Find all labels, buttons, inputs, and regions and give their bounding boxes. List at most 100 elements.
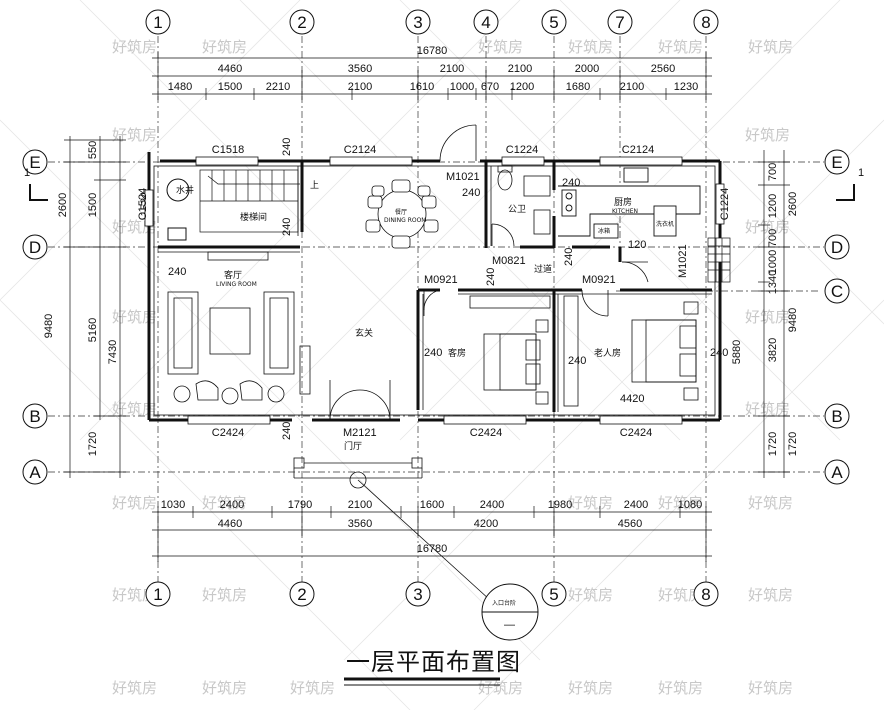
svg-text:好筑房: 好筑房 — [748, 494, 793, 512]
page-title: 一层平面布置图 — [346, 648, 521, 676]
svg-text:好筑房: 好筑房 — [112, 679, 157, 697]
svg-text:240: 240 — [462, 187, 480, 199]
svg-text:700: 700 — [767, 229, 779, 247]
svg-text:5: 5 — [549, 13, 558, 32]
svg-text:M0921: M0921 — [582, 274, 616, 286]
svg-text:550: 550 — [87, 141, 99, 159]
svg-text:2560: 2560 — [651, 63, 675, 75]
svg-text:好筑房: 好筑房 — [745, 308, 790, 326]
svg-text:3560: 3560 — [348, 518, 372, 530]
svg-text:C2124: C2124 — [622, 144, 654, 156]
svg-text:C1524: C1524 — [137, 188, 149, 220]
doors — [329, 124, 649, 421]
svg-text:2400: 2400 — [220, 499, 244, 511]
svg-text:2100: 2100 — [620, 81, 644, 93]
svg-text:好筑房: 好筑房 — [658, 586, 703, 604]
svg-text:好筑房: 好筑房 — [748, 38, 793, 56]
svg-text:E: E — [831, 153, 842, 172]
living-room-furniture — [167, 251, 311, 405]
svg-text:好筑房: 好筑房 — [745, 218, 790, 236]
svg-text:M0921: M0921 — [424, 274, 458, 286]
svg-text:670: 670 — [481, 81, 499, 93]
svg-text:3560: 3560 — [348, 63, 372, 75]
svg-text:1230: 1230 — [674, 81, 698, 93]
svg-text:A: A — [29, 463, 41, 482]
svg-text:B: B — [831, 407, 842, 426]
elder-room-furniture — [563, 295, 699, 407]
svg-text:1: 1 — [153, 585, 162, 604]
section-marks — [29, 184, 855, 201]
svg-text:240: 240 — [710, 347, 728, 359]
svg-text:D: D — [29, 238, 41, 257]
svg-text:2100: 2100 — [508, 63, 532, 75]
svg-text:3820: 3820 — [767, 338, 779, 362]
kitchen-en-label: KITCHEN — [612, 208, 638, 215]
guest-room-label: 客房 — [448, 347, 466, 359]
svg-text:2: 2 — [297, 585, 306, 604]
svg-text:240: 240 — [485, 268, 497, 286]
svg-text:好筑房: 好筑房 — [202, 38, 247, 56]
svg-text:1480: 1480 — [168, 81, 192, 93]
svg-text:好筑房: 好筑房 — [112, 586, 157, 604]
svg-text:好筑房: 好筑房 — [112, 308, 157, 326]
svg-text:240: 240 — [563, 248, 575, 266]
dimension-text-right: 700 1200 700 1000 1340 3820 1720 2600 94… — [731, 163, 799, 456]
svg-text:1000: 1000 — [767, 250, 779, 274]
svg-text:M0821: M0821 — [492, 255, 526, 267]
corridor-label: 过道 — [534, 263, 552, 275]
svg-text:240: 240 — [424, 347, 442, 359]
dimension-lines-bottom — [152, 506, 712, 562]
svg-text:B: B — [29, 407, 40, 426]
svg-text:M2121: M2121 — [343, 427, 377, 439]
svg-text:2400: 2400 — [480, 499, 504, 511]
section-mark-left: 1 — [24, 167, 30, 179]
svg-text:1720: 1720 — [787, 432, 799, 456]
exterior-steps — [707, 237, 731, 283]
svg-text:好筑房: 好筑房 — [658, 679, 703, 697]
svg-text:1200: 1200 — [510, 81, 534, 93]
window-labels: C1518 C2124 C1224 C2124 C1524 C1224 C242… — [137, 144, 731, 439]
public-wc-label: 公卫 — [508, 204, 526, 215]
svg-text:入口台阶: 入口台阶 — [492, 599, 516, 607]
svg-text:240: 240 — [281, 218, 293, 236]
svg-text:好筑房: 好筑房 — [202, 494, 247, 512]
svg-text:1610: 1610 — [410, 81, 434, 93]
dimension-lines-right — [758, 150, 790, 478]
door-labels: M1021 M0821 M0921 M0921 M1021 M2121 — [343, 171, 689, 439]
svg-text:8: 8 — [701, 13, 710, 32]
svg-text:C1518: C1518 — [212, 144, 244, 156]
stair — [199, 169, 300, 233]
svg-text:16780: 16780 — [417, 543, 448, 555]
svg-text:5: 5 — [549, 585, 558, 604]
svg-text:1340: 1340 — [767, 270, 779, 294]
entry-callout: 入口台阶 — — [481, 583, 539, 641]
svg-text:好筑房: 好筑房 — [112, 494, 157, 512]
porch — [293, 457, 491, 601]
svg-text:8: 8 — [701, 585, 710, 604]
svg-text:好筑房: 好筑房 — [568, 38, 613, 56]
svg-text:240: 240 — [168, 266, 186, 278]
svg-text:2100: 2100 — [348, 499, 372, 511]
svg-text:1: 1 — [153, 13, 162, 32]
svg-text:好筑房: 好筑房 — [568, 494, 613, 512]
svg-text:3: 3 — [413, 585, 422, 604]
wc-fixtures — [497, 165, 551, 235]
svg-text:4560: 4560 — [618, 518, 642, 530]
elder-room-label: 老人房 — [594, 347, 621, 359]
svg-text:E: E — [29, 153, 40, 172]
svg-text:1680: 1680 — [566, 81, 590, 93]
svg-text:好筑房: 好筑房 — [478, 679, 523, 697]
svg-text:3: 3 — [413, 13, 422, 32]
svg-text:4460: 4460 — [218, 63, 242, 75]
svg-text:4460: 4460 — [218, 518, 242, 530]
svg-text:A: A — [831, 463, 843, 482]
washer-label: 洗衣机 — [656, 220, 674, 228]
svg-text:1790: 1790 — [288, 499, 312, 511]
svg-text:好筑房: 好筑房 — [658, 494, 703, 512]
svg-text:好筑房: 好筑房 — [112, 400, 157, 418]
svg-text:C2424: C2424 — [470, 427, 502, 439]
fridge-label: 冰箱 — [598, 227, 610, 235]
dining-label: 餐厅 — [395, 208, 407, 216]
stair-label: 楼梯间 — [240, 211, 267, 223]
